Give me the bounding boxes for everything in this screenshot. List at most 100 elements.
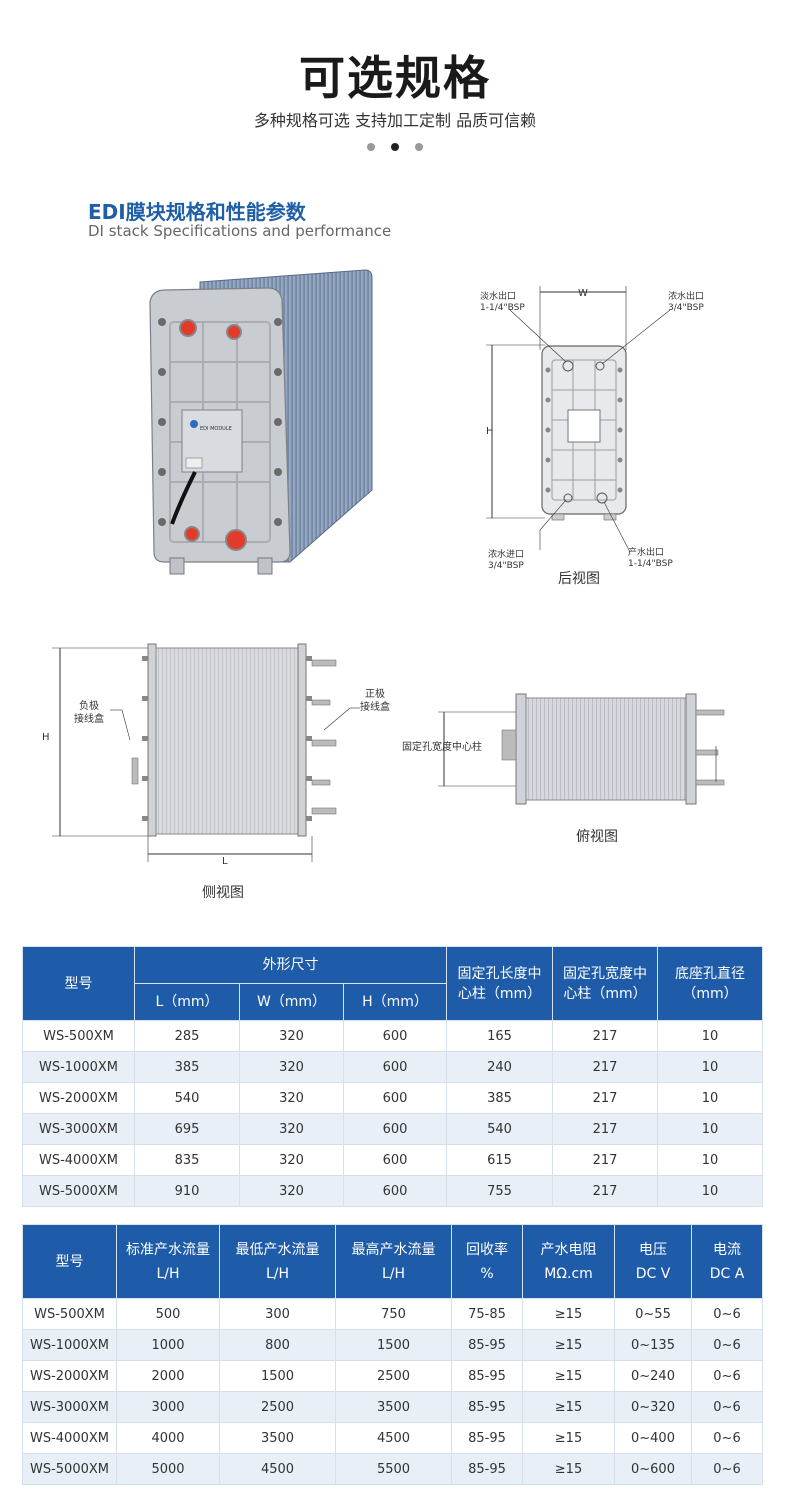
table-cell: 217 — [552, 1175, 658, 1207]
table-cell: 800 — [219, 1329, 336, 1361]
side-length-label: L — [222, 856, 228, 867]
module-plate-label: EDI MODULE — [200, 426, 232, 432]
table-cell: 1500 — [335, 1329, 452, 1361]
model-cell: WS-3000XM — [22, 1113, 135, 1145]
table-cell: 85-95 — [451, 1391, 523, 1423]
model-cell: WS-2000XM — [22, 1360, 117, 1392]
col-base-hole: 底座孔直径（mm） — [657, 946, 763, 1021]
width-label: W — [578, 288, 588, 299]
model-cell: WS-4000XM — [22, 1144, 135, 1176]
table-cell: 320 — [239, 1051, 344, 1083]
perf-header-cell: 型号 — [22, 1224, 117, 1299]
table-cell: ≥15 — [522, 1391, 615, 1423]
positive-junction-box-label: 正极接线盒 — [360, 689, 390, 713]
table-cell: 385 — [446, 1082, 553, 1114]
fixed-hole-width-center-label: 固定孔宽度中心柱 — [402, 742, 482, 753]
table-cell: 0~400 — [614, 1422, 692, 1454]
table-cell: 1500 — [219, 1360, 336, 1392]
model-cell: WS-5000XM — [22, 1175, 135, 1207]
model-cell: WS-1000XM — [22, 1051, 135, 1083]
table-cell: 0~320 — [614, 1391, 692, 1423]
edi-module-illustration: EDI MODULE — [149, 269, 373, 575]
top-view-diagram: 固定孔宽度中心柱 俯视图 — [400, 690, 750, 850]
table-cell: 5000 — [116, 1453, 220, 1485]
table-cell: ≥15 — [522, 1298, 615, 1330]
col-hole-length: 固定孔长度中心柱（mm） — [446, 946, 553, 1021]
table-cell: 385 — [134, 1051, 240, 1083]
table-cell: 0~135 — [614, 1329, 692, 1361]
table-cell: 600 — [343, 1020, 447, 1052]
table-cell: 615 — [446, 1144, 553, 1176]
table-cell: 0~6 — [691, 1329, 763, 1361]
table-cell: 3500 — [219, 1422, 336, 1454]
table-cell: 4500 — [335, 1422, 452, 1454]
table-cell: 600 — [343, 1144, 447, 1176]
carousel-dot-active[interactable] — [391, 143, 399, 151]
table-cell: 0~6 — [691, 1422, 763, 1454]
table-cell: 0~6 — [691, 1391, 763, 1423]
col-w: W（mm） — [239, 983, 344, 1021]
table-cell: 4500 — [219, 1453, 336, 1485]
table-cell: 0~6 — [691, 1453, 763, 1485]
col-dims: 外形尺寸 — [134, 946, 447, 984]
col-model: 型号 — [22, 946, 135, 1021]
table-cell: 1000 — [116, 1329, 220, 1361]
table-cell: 3000 — [116, 1391, 220, 1423]
table-cell: 217 — [552, 1020, 658, 1052]
model-cell: WS-1000XM — [22, 1329, 117, 1361]
table-cell: 540 — [134, 1082, 240, 1114]
table-cell: 75-85 — [451, 1298, 523, 1330]
model-cell: WS-500XM — [22, 1020, 135, 1052]
table-cell: 5500 — [335, 1453, 452, 1485]
page-subtitle: 多种规格可选 支持加工定制 品质可信赖 — [253, 111, 537, 130]
table-cell: 540 — [446, 1113, 553, 1145]
table-cell: 3500 — [335, 1391, 452, 1423]
table-cell: 755 — [446, 1175, 553, 1207]
table-cell: 695 — [134, 1113, 240, 1145]
carousel-dot[interactable] — [415, 143, 423, 151]
perf-header-cell: 回收率% — [451, 1224, 523, 1299]
table-cell: 320 — [239, 1113, 344, 1145]
carousel-dot[interactable] — [367, 143, 375, 151]
top-view-caption: 俯视图 — [576, 829, 618, 845]
side-height-label: H — [42, 732, 50, 743]
table-cell: 320 — [239, 1020, 344, 1052]
table-cell: 85-95 — [451, 1329, 523, 1361]
table-cell: 320 — [239, 1082, 344, 1114]
carousel-dots — [0, 136, 790, 155]
dimensions-table: 型号 外形尺寸 固定孔长度中心柱（mm） 固定孔宽度中心柱（mm） 底座孔直径（… — [22, 946, 763, 1207]
table-cell: 285 — [134, 1020, 240, 1052]
table-cell: 165 — [446, 1020, 553, 1052]
table-cell: 217 — [552, 1051, 658, 1083]
table-cell: 10 — [657, 1051, 763, 1083]
table-cell: 85-95 — [451, 1360, 523, 1392]
table-cell: 85-95 — [451, 1422, 523, 1454]
table-cell: 4000 — [116, 1422, 220, 1454]
model-cell: WS-4000XM — [22, 1422, 117, 1454]
table-cell: 85-95 — [451, 1453, 523, 1485]
table-cell: 10 — [657, 1020, 763, 1052]
table-cell: ≥15 — [522, 1329, 615, 1361]
table-cell: 320 — [239, 1175, 344, 1207]
table-cell: 300 — [219, 1298, 336, 1330]
table-cell: 217 — [552, 1113, 658, 1145]
model-cell: WS-500XM — [22, 1298, 117, 1330]
col-l: L（mm） — [134, 983, 240, 1021]
